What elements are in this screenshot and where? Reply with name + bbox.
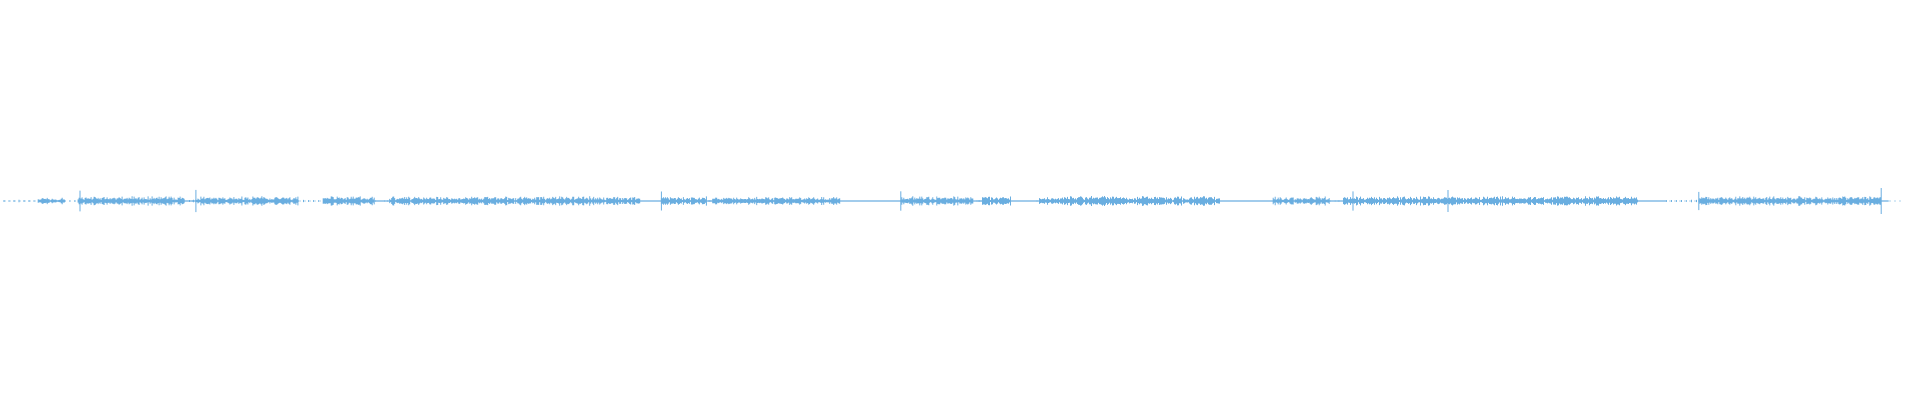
waveform-samples [3, 196, 1889, 206]
waveform-bars [3, 188, 1904, 214]
